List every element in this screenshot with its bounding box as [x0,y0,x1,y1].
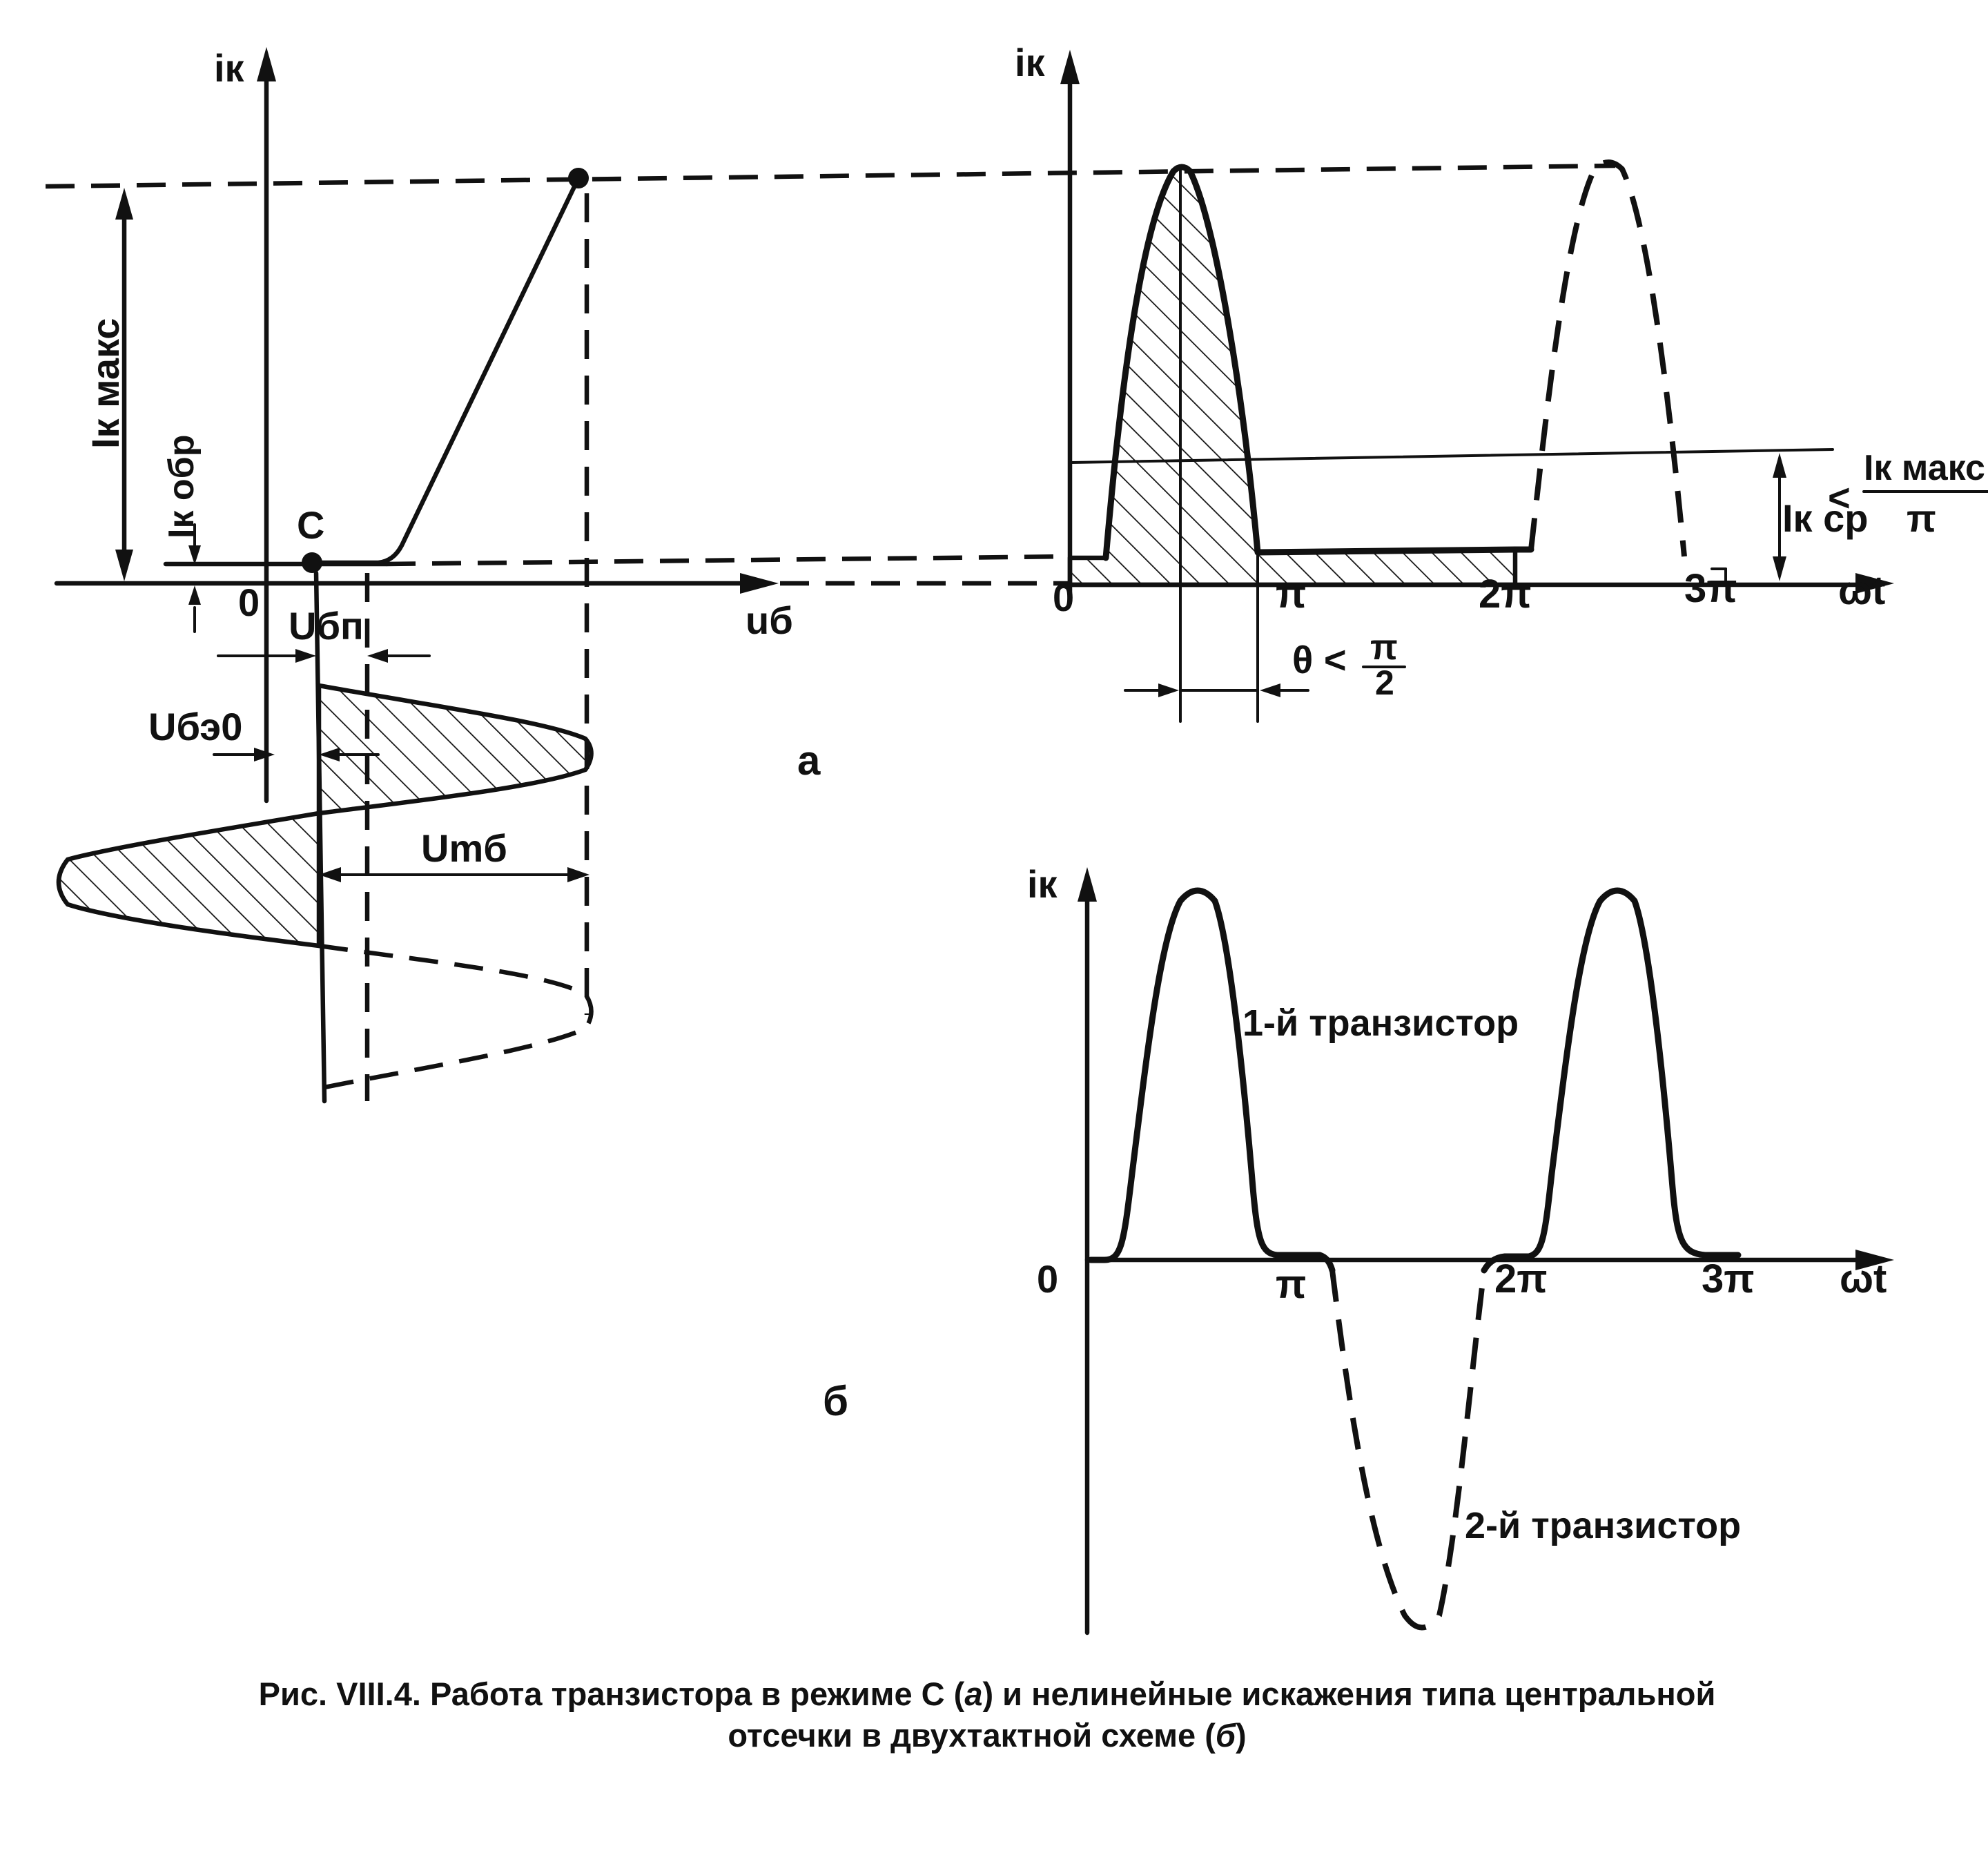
wave-origin-label: 0 [1053,576,1074,619]
irev-label: Iк обр [162,434,202,538]
push-pull-figure: iк 0 π 2π 3π ωt 1-й транзистор 2-й транз… [823,862,1894,1635]
point-c-label: С [297,503,324,547]
iavg-label: Iк ср [1782,496,1869,540]
theta-numerator: π [1370,628,1398,668]
caption-line-1-start: Рис. VIII.4. Работа транзистора в режиме… [259,1676,965,1712]
caption-line-1-italic: а [964,1676,982,1712]
wave-y-arrow-icon [1060,50,1080,84]
panel-letter-a: а [797,737,821,784]
theta-arrow-right-icon [1158,683,1179,697]
theta-arrow-left-icon [1260,683,1280,697]
caption-line-1-end: ) и нелинейные искажения типа центрально… [982,1676,1715,1712]
panel-letter-b: б [823,1378,848,1424]
input-positive-halfwave [316,683,594,816]
transistor1-label: 1-й транзистор [1242,1002,1519,1044]
imax-label: Iк макс [84,318,127,449]
caption-line-2-end: ) [1236,1717,1247,1754]
ubp-label: Uбп [289,604,364,648]
transfer-characteristic: iк uб 0 С Uбп Uбэ0 Umб Iк макс Iк обр [45,46,1616,1104]
transfer-origin-label: 0 [238,581,260,624]
collector-pulse-hatched [1067,164,1518,588]
umb-label: Umб [421,826,507,870]
b-x-label: ωt [1840,1256,1887,1301]
b-tick-3pi: 3π [1702,1256,1755,1301]
umb-arrow-right-icon [567,867,589,882]
transistor1-pulse-a [1087,887,1336,1274]
transistor2-label: 2-й транзистор [1465,1505,1741,1546]
less-sign: < [1828,476,1851,519]
theta-denominator: 2 [1375,663,1394,702]
b-y-label: iк [1027,862,1058,906]
caption-line-2: отсечки в двухтактной схеме (б) [728,1717,1246,1754]
irev-arrow-up-icon [188,585,201,605]
operating-point-c [302,552,322,573]
ratio-denominator: π [1907,496,1936,540]
wave-tick-2pi: 2π [1479,572,1532,617]
umb-arrow-left-icon [319,867,341,882]
collector-current-waveform: iк 0 π 2π 3π ωt Iк ср < Iк макс π θ < π … [797,41,1988,784]
caption-line-2-italic: б [1216,1717,1237,1754]
caption-line-2-start: отсечки в двухтактной схеме ( [728,1717,1216,1754]
collector-pulse-outline [1102,164,1534,561]
collector-pulse-dashed [1528,159,1687,557]
transistor2-pulse [1329,1270,1487,1631]
transfer-y-arrow-icon [257,47,276,81]
ube0-label: Uбэ0 [148,705,242,748]
ubp-arrow-left-icon [367,649,388,663]
wave-x-label: ωt [1838,568,1885,613]
wave-y-label: iк [1015,41,1046,84]
transfer-curve [309,175,581,565]
wave-tick-3pi: 3π [1684,566,1737,611]
b-tick-pi: π [1276,1262,1306,1307]
transfer-x-label: uб [746,599,793,642]
iavg-level-line [1070,448,1834,464]
input-dashed-continuation [318,943,594,1090]
imax-arrow-down-icon [115,550,133,581]
transistor1-pulse-b [1481,887,1742,1274]
b-y-arrow-icon [1078,867,1097,902]
iavg-arrow-down-icon [1773,556,1786,581]
transfer-y-label: iк [214,46,245,90]
b-origin-label: 0 [1037,1257,1058,1301]
b-tick-2pi: 2π [1494,1256,1548,1301]
irev-dashed-level [386,554,1071,567]
imax-arrow-up-icon [115,188,133,220]
peak-point [568,168,589,188]
iavg-arrow-up-icon [1773,453,1786,478]
wave-tick-pi: π [1276,572,1306,617]
input-negative-halfwave [56,810,322,949]
irev-arrow-down-icon [188,545,201,565]
ubp-arrow-right-icon [295,649,316,663]
theta-label: θ < [1292,638,1347,681]
transfer-x-arrow-icon [740,573,779,594]
wave-x-arrow-icon [1855,573,1894,594]
b-x-arrow-icon [1855,1250,1894,1270]
figure-caption: Рис. VIII.4. Работа транзистора в режиме… [259,1676,1716,1754]
ube0-arrow-right-icon [254,748,275,761]
ratio-numerator: Iк макс [1864,448,1985,488]
imax-dashed-level [45,163,1616,189]
caption-line-1: Рис. VIII.4. Работа транзистора в режиме… [259,1676,1716,1712]
